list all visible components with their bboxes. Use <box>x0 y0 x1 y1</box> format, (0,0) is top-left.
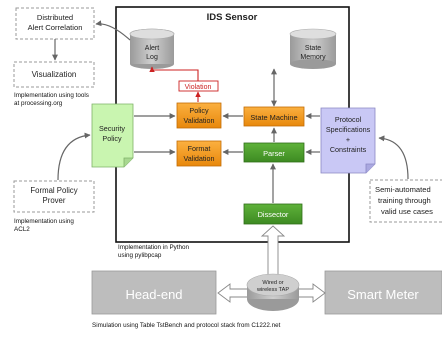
ids-note-line1: Implementation in Python <box>118 244 190 251</box>
distributed-alert-line1: Distributed <box>37 13 73 22</box>
distributed-alert-box <box>15 7 95 40</box>
formal-policy-line2: Prover <box>43 196 66 205</box>
alert-log-line2: Log <box>146 54 158 61</box>
head-end-box <box>91 270 217 315</box>
violation-label: Violation <box>185 84 212 91</box>
state-memory-line2: Memory <box>300 54 326 61</box>
parser-box <box>243 142 305 163</box>
protocol-spec-line4: Constraints <box>330 145 367 154</box>
format-validation-box <box>176 140 222 167</box>
formal-policy-line1: Formal Policy <box>30 186 77 195</box>
state-machine-box <box>243 106 305 127</box>
visualization-note-line2: at processing.org <box>14 100 63 107</box>
tap-line1: Wired or <box>262 280 283 286</box>
arrow-violation-to-log <box>149 66 199 81</box>
visualization-note-line1: Implementation using tools <box>14 92 89 99</box>
state-machine-label: State Machine <box>250 113 297 122</box>
format-validation-line2: Validation <box>183 154 214 163</box>
smart-meter-label: Smart Meter <box>347 287 419 302</box>
smart-meter-box <box>324 270 442 315</box>
semi-automated-box <box>369 179 442 223</box>
semi-automated-line3: valid use cases <box>381 207 433 216</box>
visualization-label: Visualization <box>32 70 77 79</box>
formal-policy-note-line2: ACL2 <box>14 226 30 233</box>
semi-automated-line2: training through <box>378 196 431 205</box>
policy-validation-box <box>176 102 222 129</box>
ids-note-line2: using pylibpcap <box>118 252 162 259</box>
head-end-label: Head-end <box>125 287 182 302</box>
distributed-alert-line2: Alert Correlation <box>28 23 83 32</box>
semi-automated-line1: Semi-automated <box>375 185 431 194</box>
simulation-note: Simulation using Table TstBench and prot… <box>92 322 281 329</box>
alert-log-cylinder <box>129 28 175 69</box>
security-policy-line1: Security <box>99 124 125 133</box>
arrow-training-to-spec <box>378 135 409 180</box>
state-memory-line1: State <box>305 45 321 52</box>
dissector-label: Dissector <box>258 210 289 219</box>
protocol-spec-line3: + <box>346 135 350 144</box>
state-memory-cylinder <box>289 28 337 69</box>
tap-line2: wireless TAP <box>256 287 289 293</box>
format-validation-line1: Format <box>188 144 211 153</box>
protocol-spec-line1: Protocol <box>335 115 362 124</box>
parser-label: Parser <box>263 149 285 158</box>
arrow-log-to-correlation <box>95 20 131 41</box>
ids-sensor-title: IDS Sensor <box>207 12 258 23</box>
arrow-prover-to-security <box>57 132 91 181</box>
policy-validation-line2: Validation <box>183 116 214 125</box>
security-policy-line2: Policy <box>102 134 122 143</box>
dissector-box <box>243 203 303 225</box>
policy-validation-line1: Policy <box>189 106 209 115</box>
formal-policy-note-line1: Implementation using <box>14 218 74 225</box>
protocol-spec-line2: Specifications <box>326 125 371 134</box>
tap-to-dissector-arrow <box>260 225 286 280</box>
alert-log-line1: Alert <box>145 45 159 52</box>
visualization-box <box>13 61 95 88</box>
tap-disk <box>246 273 300 311</box>
formal-policy-box <box>13 180 95 213</box>
